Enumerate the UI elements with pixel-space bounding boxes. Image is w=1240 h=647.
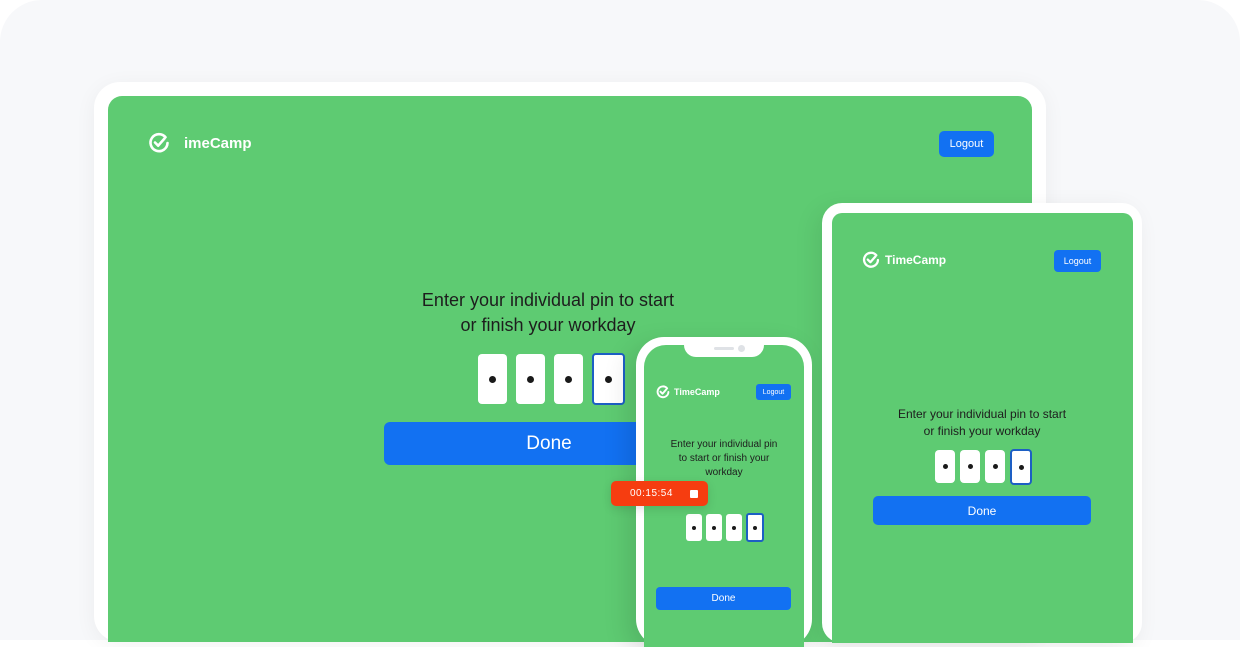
timecamp-logo-icon <box>149 132 169 153</box>
tablet-prompt-line-1: Enter your individual pin to start <box>897 407 1067 421</box>
tablet-pin-input-group <box>935 449 1037 485</box>
desktop-logo: imeCamp <box>148 132 252 154</box>
desktop-pin-digit-2[interactable] <box>516 354 545 404</box>
desktop-logo-text: imeCamp <box>184 134 252 152</box>
tablet-logo-text: TimeCamp <box>885 253 947 267</box>
pin-mask-dot <box>605 375 612 383</box>
pin-mask-dot <box>712 525 716 530</box>
phone-speaker <box>714 347 734 350</box>
tablet-done-button[interactable]: Done <box>873 496 1091 525</box>
tablet-logout-button[interactable]: Logout <box>1054 250 1101 272</box>
phone-logout-button[interactable]: Logout <box>756 384 791 400</box>
phone-prompt-line-3: workday <box>705 467 743 478</box>
timecamp-logo-icon <box>656 385 670 399</box>
pin-mask-dot <box>992 464 998 469</box>
phone-done-button[interactable]: Done <box>656 587 791 610</box>
tablet-device: TimeCamp Logout Enter your individual pi… <box>822 203 1142 643</box>
pin-mask-dot <box>489 375 496 383</box>
stop-icon[interactable] <box>689 489 698 498</box>
phone-pin-prompt: Enter your individual pin to start or fi… <box>658 438 790 480</box>
desktop-pin-prompt: Enter your individual pin to start or fi… <box>348 288 748 338</box>
pin-mask-dot <box>565 375 572 383</box>
desktop-pin-digit-4[interactable] <box>592 353 625 405</box>
timer-elapsed-time: 00:15:54 <box>630 488 673 499</box>
pin-mask-dot <box>692 525 696 530</box>
phone-camera-icon <box>738 345 745 352</box>
desktop-pin-digit-1[interactable] <box>478 354 507 404</box>
tablet-pin-prompt: Enter your individual pin to start or fi… <box>872 406 1092 440</box>
desktop-prompt-line-1: Enter your individual pin to start <box>421 290 675 310</box>
desktop-logout-button[interactable]: Logout <box>939 131 994 157</box>
pin-mask-dot <box>967 464 973 469</box>
phone-logo: TimeCamp <box>656 385 720 399</box>
tablet-pin-digit-3[interactable] <box>985 450 1005 483</box>
pin-mask-dot <box>732 525 736 530</box>
desktop-pin-input-group <box>478 353 634 405</box>
tablet-prompt-line-2: or finish your workday <box>923 424 1041 438</box>
phone-pin-input-group <box>686 513 768 542</box>
pin-mask-dot <box>527 375 534 383</box>
desktop-prompt-line-2: or finish your workday <box>460 315 636 335</box>
running-timer-badge[interactable]: 00:15:54 <box>611 481 708 506</box>
phone-pin-digit-3[interactable] <box>726 514 742 541</box>
tablet-pin-digit-2[interactable] <box>960 450 980 483</box>
desktop-pin-digit-3[interactable] <box>554 354 583 404</box>
tablet-pin-digit-4[interactable] <box>1010 449 1032 485</box>
pin-mask-dot <box>1018 464 1024 470</box>
phone-pin-digit-4[interactable] <box>746 513 764 542</box>
tablet-screen: TimeCamp Logout Enter your individual pi… <box>832 213 1133 643</box>
phone-screen: TimeCamp Logout Enter your individual pi… <box>644 345 804 647</box>
phone-logo-text: TimeCamp <box>674 387 720 397</box>
phone-notch <box>684 345 764 357</box>
pin-mask-dot <box>753 525 757 530</box>
pin-mask-dot <box>942 464 948 469</box>
phone-pin-digit-1[interactable] <box>686 514 702 541</box>
tablet-logo: TimeCamp <box>862 251 946 269</box>
phone-prompt-line-2: to start or finish your <box>678 453 770 464</box>
tablet-pin-digit-1[interactable] <box>935 450 955 483</box>
timecamp-logo-icon <box>862 251 880 268</box>
phone-prompt-line-1: Enter your individual pin <box>670 439 778 450</box>
phone-pin-digit-2[interactable] <box>706 514 722 541</box>
